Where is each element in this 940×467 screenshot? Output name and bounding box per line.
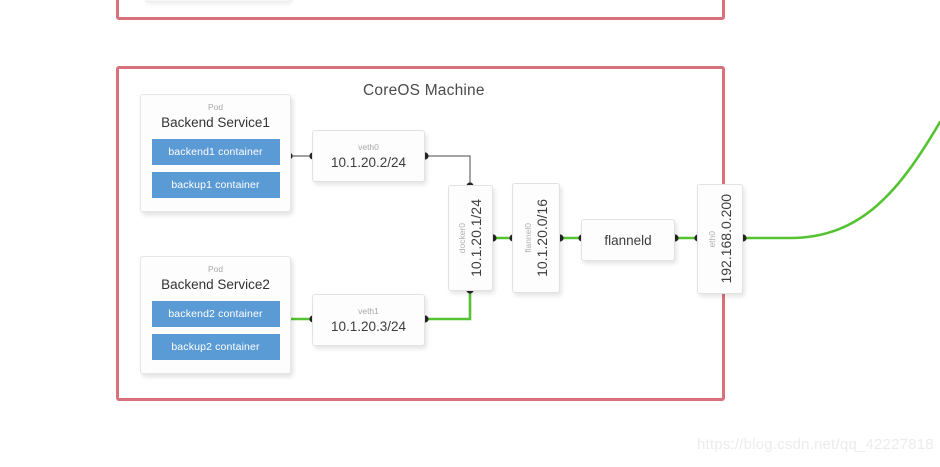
- interface-name-label: flannel0: [522, 223, 533, 253]
- interface-flannel0[interactable]: flannel0 10.1.20.0/16: [512, 183, 560, 293]
- interface-docker0[interactable]: docker0 10.1.20.1/24: [448, 185, 493, 291]
- interface-veth1[interactable]: veth1 10.1.20.3/24: [312, 294, 425, 346]
- interface-address-label: 10.1.20.0/16: [533, 199, 550, 277]
- pod-kind-label: Pod: [207, 102, 224, 112]
- interface-name-label: veth0: [358, 141, 379, 152]
- container-backend1[interactable]: backend1 container: [151, 139, 280, 165]
- interface-address-label: 10.1.20.1/24: [468, 199, 484, 277]
- pod-name-label: Backend Service2: [161, 277, 270, 292]
- container-backend2[interactable]: backend2 container: [151, 301, 280, 327]
- interface-address-label: 10.1.20.3/24: [330, 318, 407, 334]
- interface-name-label: veth1: [358, 305, 379, 316]
- container-backup1[interactable]: backup1 container: [151, 172, 280, 198]
- edge-eth0-external: [741, 120, 940, 240]
- flanneld-label: flanneld: [604, 232, 652, 248]
- interface-veth0[interactable]: veth0 10.1.20.2/24: [312, 130, 425, 182]
- interface-address-label: 192.168.0.200: [717, 194, 734, 284]
- partial-node-above: [146, 0, 292, 2]
- interface-eth0[interactable]: eth0 192.168.0.200: [697, 184, 743, 294]
- interface-address-label: 10.1.20.2/24: [330, 154, 407, 170]
- flanneld-daemon[interactable]: flanneld: [581, 219, 675, 261]
- pod-backend-service1[interactable]: Pod Backend Service1 backend1 container …: [140, 94, 291, 212]
- pod-backend-service2[interactable]: Pod Backend Service2 backend2 container …: [140, 256, 291, 374]
- machine-frame-above: [116, 0, 725, 20]
- pod-kind-label: Pod: [207, 264, 224, 274]
- machine-title: CoreOS Machine: [363, 82, 485, 99]
- container-backup2[interactable]: backup2 container: [151, 334, 280, 360]
- interface-name-label: eth0: [706, 230, 717, 248]
- watermark-text: https://blog.csdn.net/qq_42227818: [697, 436, 934, 453]
- pod-name-label: Backend Service1: [161, 115, 270, 130]
- interface-name-label: docker0: [457, 222, 467, 254]
